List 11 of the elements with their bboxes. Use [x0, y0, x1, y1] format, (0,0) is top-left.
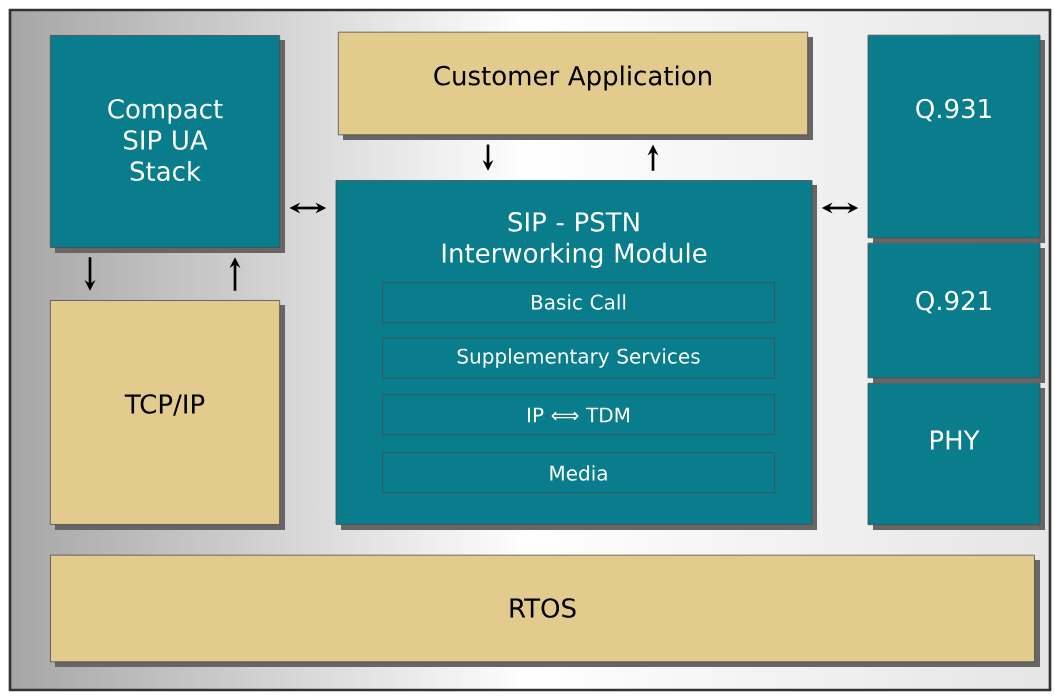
layer-box: Q.921: [867, 242, 1041, 379]
application-box: Customer Application: [337, 31, 809, 136]
function-bar: Supplementary Services: [382, 337, 775, 379]
layer-box: Q.931: [867, 34, 1041, 239]
function-bar: Basic Call: [382, 282, 775, 323]
os-box: RTOS: [50, 554, 1035, 663]
stack-box: Compact SIP UA Stack: [49, 35, 281, 248]
layer-box: PHY: [867, 382, 1041, 526]
stack-box: TCP/IP: [49, 300, 281, 525]
function-bar: Media: [382, 452, 775, 493]
function-bar: IP ⟺ TDM: [382, 394, 775, 435]
